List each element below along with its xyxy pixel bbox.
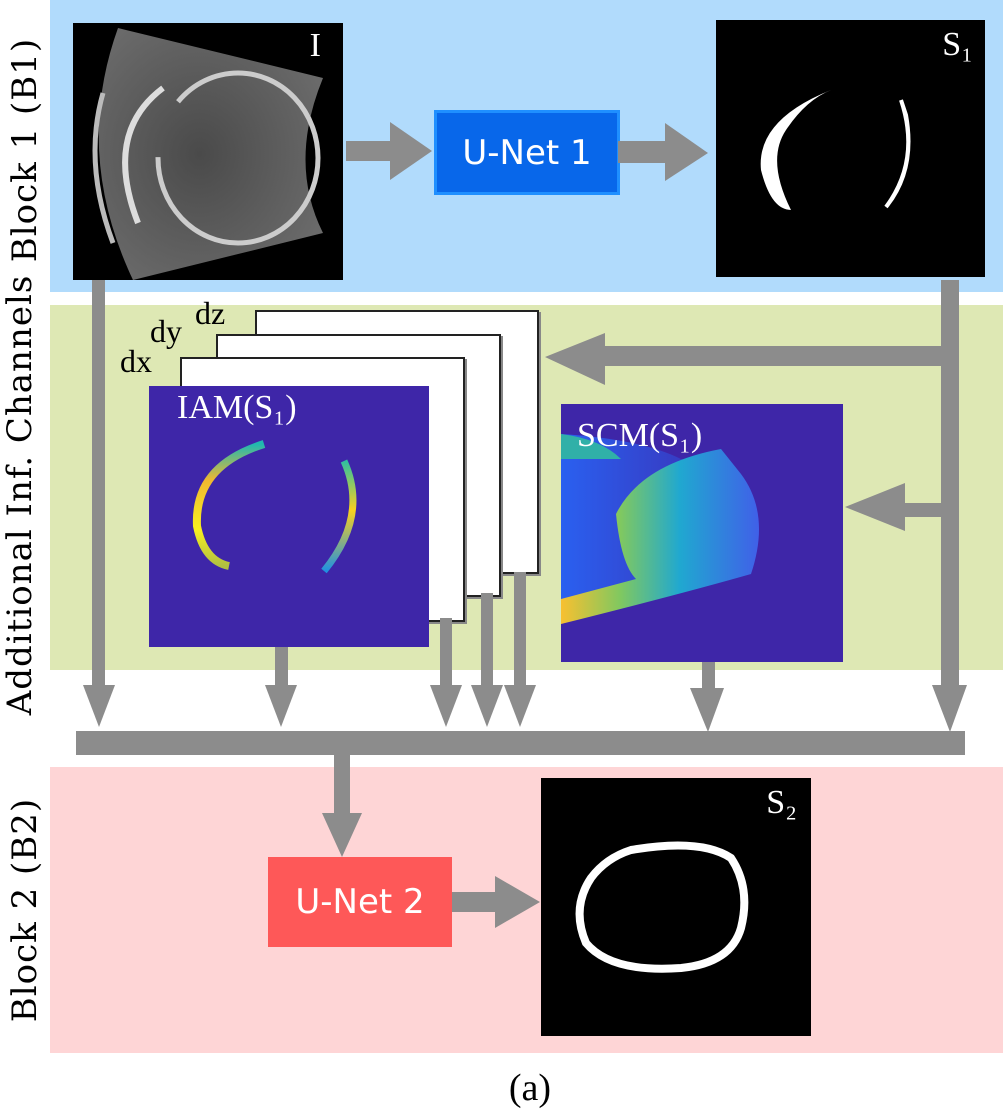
arrow-dy-down xyxy=(471,593,503,727)
arrow-dz-down xyxy=(504,572,536,727)
arrow-unet2-to-s2 xyxy=(452,876,540,928)
arrow-bar-to-unet2 xyxy=(322,755,362,857)
caption: (a) xyxy=(508,1067,552,1109)
s2-segmentation xyxy=(575,841,749,973)
s1-segmentation xyxy=(760,90,911,210)
input-image: I xyxy=(73,23,343,280)
arrow-s1-to-channels xyxy=(545,333,945,385)
iam-label: IAM(S₁) xyxy=(177,389,297,426)
dx-label: dx xyxy=(120,343,152,379)
input-label: I xyxy=(309,27,321,64)
s2-image: S₂ xyxy=(541,778,811,1036)
scm-map: SCM(S₁) xyxy=(561,404,843,662)
iam-map: IAM(S₁) xyxy=(149,386,429,647)
arrow-input-down xyxy=(83,280,115,727)
arrow-dx-down xyxy=(430,618,462,727)
dz-label: dz xyxy=(195,295,226,331)
dy-label: dy xyxy=(150,313,182,349)
arrow-input-to-unet1 xyxy=(346,122,432,180)
concat-bar xyxy=(76,731,965,755)
iam-heatmap xyxy=(192,440,357,574)
arrow-iam-down xyxy=(265,647,297,727)
unet2-box: U-Net 2 xyxy=(268,857,452,947)
arrow-s1-to-scm xyxy=(845,483,945,531)
unet1-box: U-Net 1 xyxy=(434,110,620,195)
ultrasound-picture xyxy=(92,28,323,280)
s1-image: S₁ xyxy=(716,20,985,277)
scm-label: SCM(S₁) xyxy=(577,417,703,454)
scm-heatmap xyxy=(561,434,759,624)
arrow-unet1-to-s1 xyxy=(618,123,708,181)
arrow-scm-down xyxy=(690,662,724,732)
arrow-s1-down xyxy=(932,280,967,732)
s1-label: S₁ xyxy=(942,26,973,63)
block2-band xyxy=(50,767,1003,1053)
s2-label: S₂ xyxy=(766,784,797,821)
